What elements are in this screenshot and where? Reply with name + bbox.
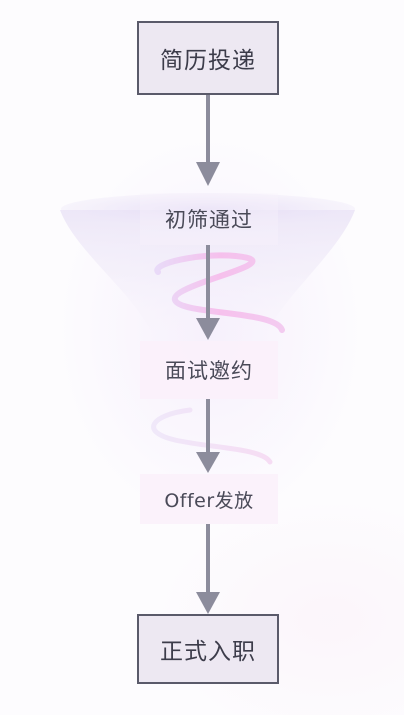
- arrowhead-2: [196, 318, 220, 340]
- node-label: 正式入职: [160, 639, 256, 665]
- node-initial-screening: 初筛通过: [140, 193, 278, 245]
- node-interview-invitation: 面试邀约: [140, 341, 278, 399]
- arrowhead-3: [196, 452, 220, 473]
- arrowhead-1: [196, 162, 220, 186]
- arrowheads: [196, 162, 220, 614]
- node-label: 面试邀约: [165, 359, 253, 383]
- node-label: Offer发放: [164, 489, 254, 512]
- node-resume-submission: 简历投递: [137, 21, 279, 95]
- spiral-ribbon-upper: [154, 252, 285, 333]
- funnel-rim: [61, 193, 355, 225]
- arrowhead-4: [196, 592, 220, 614]
- node-onboarding: 正式入职: [137, 614, 279, 684]
- spiral-ribbon-lower: [151, 407, 273, 465]
- node-label: 简历投递: [160, 48, 256, 74]
- node-label: 初筛通过: [165, 208, 253, 232]
- node-offer-issued: Offer发放: [140, 474, 278, 524]
